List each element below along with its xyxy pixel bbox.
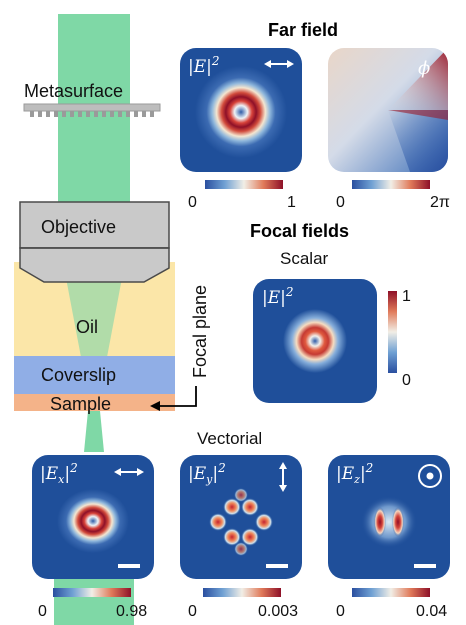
coverslip-label: Coverslip [41, 365, 116, 385]
colorbar-min: 0 [336, 194, 345, 211]
ex-label: |Ex|2 [40, 461, 78, 486]
scale-bar [266, 564, 288, 568]
ey-label: |Ey|2 [188, 461, 226, 486]
arrowhead [150, 401, 160, 411]
vectorial-subtitle: Vectorial [197, 429, 262, 448]
ex-focal-panel: |Ex|2 [32, 455, 154, 579]
colorbar-ez [352, 588, 430, 597]
colorbar-min: 0 [336, 603, 345, 620]
far-field-intensity-panel: |E|2 [180, 48, 302, 172]
colorbar-far-phase [352, 180, 430, 189]
phase-symbol: ϕ [418, 58, 430, 79]
colorbar-max: 0.98 [116, 603, 147, 620]
focal-fields-title: Focal fields [250, 221, 349, 241]
scale-bar [414, 564, 436, 568]
colorbar-max: 2π [430, 194, 450, 211]
metasurface-plate [23, 103, 161, 112]
coverslip-layer [14, 356, 175, 394]
ey-lobes [209, 488, 273, 556]
intensity-label: |E|2 [262, 285, 294, 308]
out-of-plane-icon [418, 464, 442, 488]
transmitted-beam [84, 411, 104, 452]
objective-label: Objective [41, 217, 116, 237]
intensity-label: |E|2 [188, 54, 220, 77]
colorbar-min: 0 [402, 372, 411, 389]
colorbar-far-intensity [205, 180, 283, 189]
sample-layer [14, 394, 175, 411]
metasurface-pillars [30, 111, 154, 117]
focal-plane-label: Focal plane [190, 285, 210, 378]
sample-label: Sample [50, 394, 111, 414]
far-field-phase-panel: ϕ [328, 48, 448, 172]
colorbar-max: 0.003 [258, 603, 298, 620]
oil-label: Oil [76, 317, 98, 337]
vertical-arrow-icon [279, 462, 287, 492]
horizontal-arrow-icon [114, 468, 144, 476]
scalar-focal-panel: |E|2 [253, 279, 377, 403]
metasurface-label: Metasurface [24, 81, 123, 101]
colorbar-ex [53, 588, 131, 597]
colorbar-min: 0 [38, 603, 47, 620]
horizontal-arrow-icon [264, 60, 294, 68]
scale-bar [118, 564, 140, 568]
scalar-subtitle: Scalar [280, 249, 329, 268]
far-field-title: Far field [268, 20, 338, 40]
colorbar-scalar [388, 291, 397, 373]
colorbar-max: 0.04 [416, 603, 447, 620]
focusing-cone [66, 278, 122, 394]
colorbar-max: 1 [402, 288, 411, 305]
colorbar-ey [203, 588, 281, 597]
ez-focal-panel: |Ez|2 [328, 455, 450, 579]
objective-lens [19, 201, 170, 283]
colorbar-min: 0 [188, 194, 197, 211]
focal-plane-arrow [156, 386, 197, 407]
colorbar-max: 1 [287, 194, 296, 211]
ez-label: |Ez|2 [336, 461, 373, 486]
ey-focal-panel: |Ey|2 [180, 455, 302, 579]
colorbar-min: 0 [188, 603, 197, 620]
